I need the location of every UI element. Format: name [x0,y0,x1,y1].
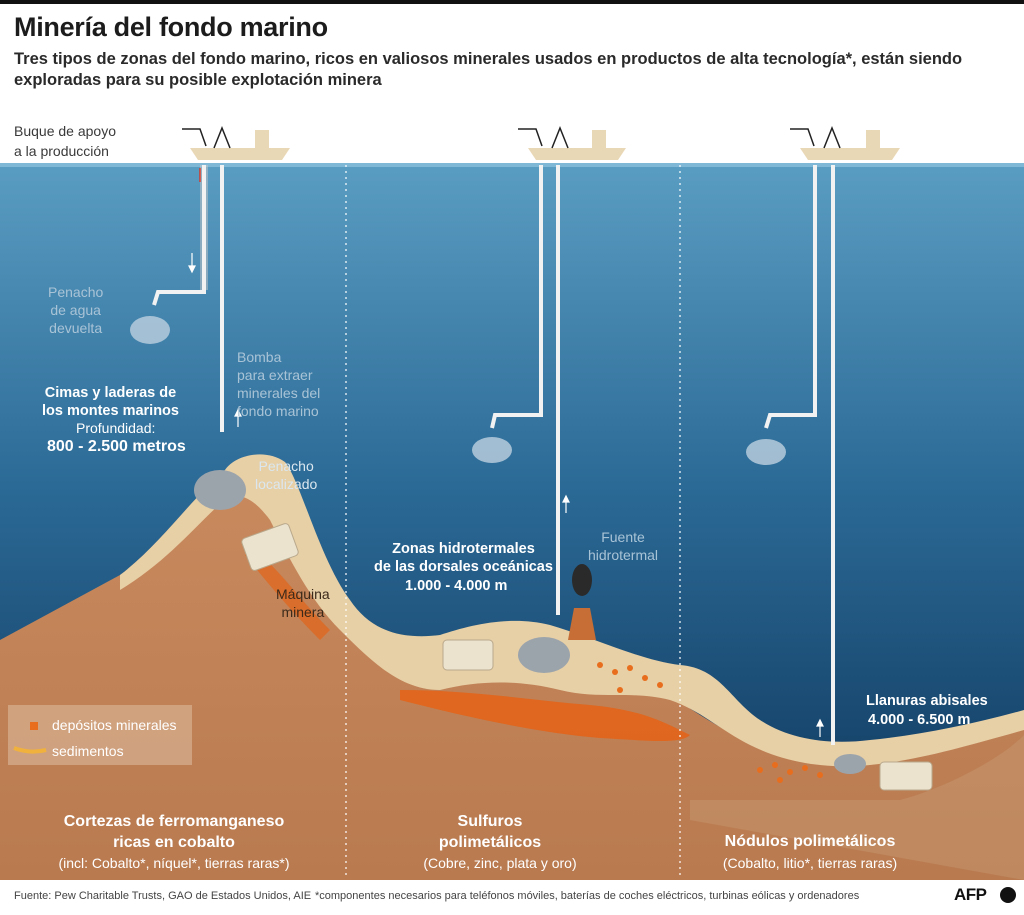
vent-label: Fuente hidrotermal [588,529,659,563]
footer-source: Fuente: Pew Charitable Trusts, GAO de Es… [14,890,312,902]
zone3-note: (Cobalto, litio*, tierras raras) [722,855,898,871]
mining-machines [241,523,933,791]
zone2-depth-value: 1.000 - 4.000 m [405,578,508,594]
deposit-swatch [30,722,38,730]
ship-3 [790,125,900,160]
ship-label: Buque de apoyo a la producción [14,123,116,159]
afp-logo: AFP [954,885,987,904]
zone1-note: (incl: Cobalto*, níquel*, tierras raras*… [58,855,290,871]
zone1-depth-value: 800 - 2.500 metros [47,438,186,455]
sediment-swatch [13,746,47,754]
ship-2 [518,125,626,160]
zone1-name: Cortezas de ferromanganeso ricas en coba… [63,813,285,851]
zone3-depth-title: Llanuras abisales [866,693,988,709]
zone2-note: (Cobre, zinc, plata y oro) [423,855,577,871]
deposit-dots [597,662,823,783]
zone1-depth-title: Cimas y laderas de los montes marinos [42,385,179,419]
deposit-layer-slope [245,545,330,640]
zone2-name: Sulfuros polimetálicos [438,813,542,851]
pipes [152,165,835,745]
zone2-depth-title: Zonas hidrotermales de las dorsales oceá… [374,541,553,575]
afp-logo-mark [1000,887,1016,903]
deposit-layer [400,690,690,742]
footer-note: *componentes necesarios para teléfonos m… [315,890,860,902]
top-rule [0,0,1024,4]
zone3-name: Nódulos polimetálicos [724,833,896,850]
page-subtitle: Tres tipos de zonas del fondo marino, ri… [14,50,963,89]
mining-machine-label: Máquina minera [276,586,330,620]
pipe-outline [200,165,208,290]
zone1-depth-sub: Profundidad: [76,420,156,436]
page-title: Minería del fondo marino [14,12,328,42]
local-plume-label: Penacho localizado [255,458,318,492]
pump-label: Bomba para extraer minerales del fondo m… [237,349,321,419]
sea-surface [0,163,1024,167]
zone3-depth-value: 4.000 - 6.500 m [868,712,971,728]
hydrothermal-vent [568,564,596,640]
return-plumes [130,316,786,465]
plume-return-label: Penacho de agua devuelta [48,284,104,336]
legend-sediments: sedimentos [52,743,124,759]
ship-1 [182,125,290,160]
arrows [188,253,824,737]
legend: depósitos minerales sedimentos [8,705,192,765]
slab-front [690,735,1024,880]
local-plumes [194,470,866,774]
legend-deposits: depósitos minerales [52,717,177,733]
